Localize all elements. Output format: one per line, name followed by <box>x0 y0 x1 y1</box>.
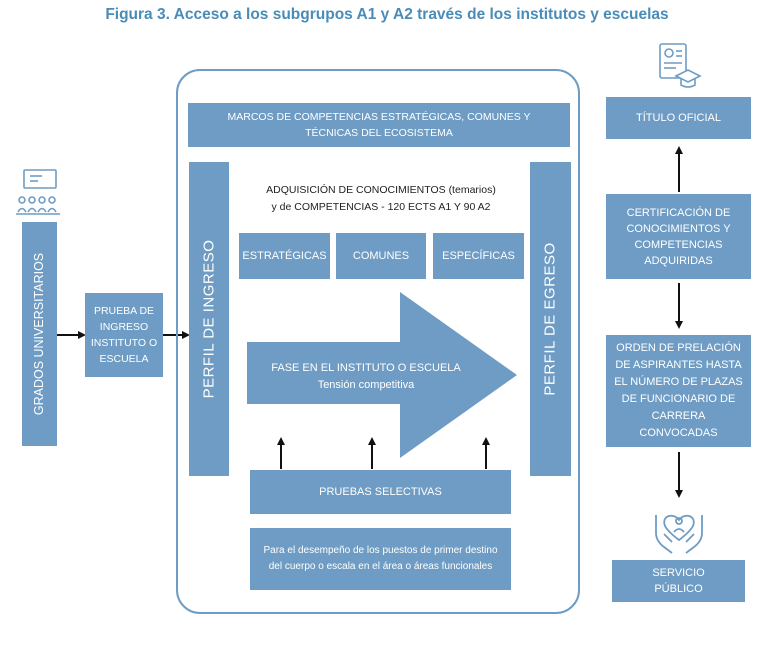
certificacion-label: CERTIFICACIÓN DE CONOCIMIENTOS Y COMPETE… <box>626 206 731 267</box>
perfil-egreso-box: PERFIL DE EGRESO <box>530 162 571 476</box>
tension-label: Tensión competitiva <box>317 379 415 391</box>
adquisicion-line-2: y de COMPETENCIAS - 120 ECTS A1 Y 90 A2 <box>271 201 491 213</box>
figure-title: Figura 3. Acceso a los subgrupos A1 y A2… <box>105 6 669 23</box>
estrategicas-box: ESTRATÉGICAS <box>239 233 330 279</box>
marcos-label: MARCOS DE COMPETENCIAS ESTRATÉGICAS, COM… <box>227 111 531 139</box>
servicio-label: SERVICIO PÚBLICO <box>652 567 705 595</box>
servicio-publico-box: SERVICIO PÚBLICO <box>612 560 745 602</box>
desempeno-label: Para el desempeño de los puestos de prim… <box>263 545 498 572</box>
perfil-ingreso-label: PERFIL DE INGRESO <box>200 239 217 399</box>
institute-frame <box>176 69 580 614</box>
titulo-oficial-box: TÍTULO OFICIAL <box>606 97 751 139</box>
estrategicas-label: ESTRATÉGICAS <box>242 250 327 262</box>
fase-label: FASE EN EL INSTITUTO O ESCUELA <box>271 362 461 374</box>
adquisicion-line-1: ADQUISICIÓN DE CONOCIMIENTOS (temarios) <box>266 184 496 196</box>
comunes-box: COMUNES <box>336 233 426 279</box>
marcos-box: MARCOS DE COMPETENCIAS ESTRATÉGICAS, COM… <box>188 103 570 147</box>
perfil-egreso-label: PERFIL DE EGRESO <box>541 242 559 396</box>
orden-label: ORDEN DE PRELACIÓN DE ASPIRANTES HASTA E… <box>614 342 743 439</box>
fase-text: FASE EN EL INSTITUTO O ESCUELA Tensión c… <box>247 360 485 394</box>
orden-prelacion-box: ORDEN DE PRELACIÓN DE ASPIRANTES HASTA E… <box>606 335 751 447</box>
pruebas-selectivas-box: PRUEBAS SELECTIVAS <box>250 470 511 514</box>
especificas-label: ESPECÍFICAS <box>442 250 515 262</box>
comunes-label: COMUNES <box>352 250 410 262</box>
grados-label: GRADOS UNIVERSITARIOS <box>32 252 47 416</box>
prueba-label: PRUEBA DE INGRESO INSTITUTO O ESCUELA <box>90 305 158 365</box>
prueba-ingreso-box: PRUEBA DE INGRESO INSTITUTO O ESCUELA <box>85 293 163 377</box>
especificas-box: ESPECÍFICAS <box>433 233 524 279</box>
grados-universitarios-box: GRADOS UNIVERSITARIOS <box>22 222 57 446</box>
titulo-label: TÍTULO OFICIAL <box>636 112 721 124</box>
adquisicion-text: ADQUISICIÓN DE CONOCIMIENTOS (temarios) … <box>240 182 522 216</box>
certificacion-box: CERTIFICACIÓN DE CONOCIMIENTOS Y COMPETE… <box>606 194 751 279</box>
pruebas-label: PRUEBAS SELECTIVAS <box>319 486 442 498</box>
desempeno-box: Para el desempeño de los puestos de prim… <box>250 528 511 590</box>
perfil-ingreso-box: PERFIL DE INGRESO <box>189 162 229 476</box>
